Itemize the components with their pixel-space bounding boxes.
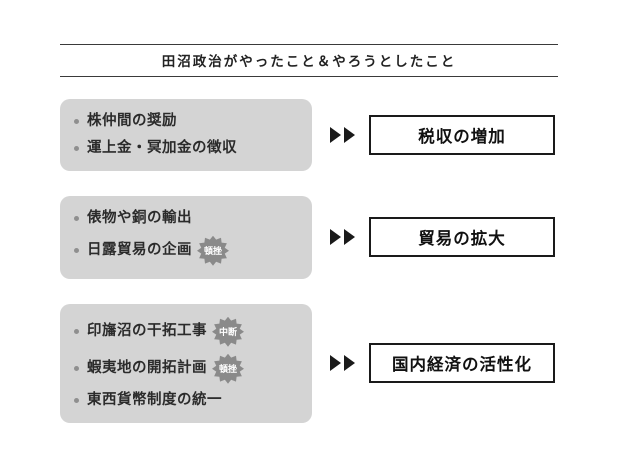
arrow-right-icon (344, 229, 355, 246)
item-text: 印旛沼の干拓工事 (87, 322, 207, 339)
list-item: 東西貨幣制度の統一 (74, 391, 298, 411)
bullet-icon (74, 248, 79, 254)
status-badge: 頓挫 (197, 235, 229, 266)
cause-box: 印旛沼の干拓工事中断蝦夷地の開拓計画頓挫東西貨幣制度の統一 (60, 303, 312, 424)
double-arrow-icon (330, 355, 355, 372)
list-item: 印旛沼の干拓工事中断 (74, 316, 298, 347)
status-badge: 頓挫 (212, 353, 244, 384)
result-text: 国内経済の活性化 (392, 356, 532, 375)
arrow-right-icon (344, 355, 355, 372)
item-text: 東西貨幣制度の統一 (87, 391, 222, 408)
result-box: 貿易の拡大 (369, 217, 555, 258)
list-item: 日露貿易の企画頓挫 (74, 235, 298, 266)
bullet-icon (74, 216, 79, 222)
double-arrow-icon (330, 229, 355, 246)
header: 田沼政治がやったこと＆やろうとしたこと (60, 44, 558, 77)
arrow-right-icon (330, 355, 341, 372)
result-text: 税収の増加 (418, 128, 506, 147)
item-text: 俵物や銅の輸出 (87, 210, 192, 227)
bullet-icon (74, 119, 79, 125)
result-text: 貿易の拡大 (418, 230, 506, 249)
list-item: 蝦夷地の開拓計画頓挫 (74, 353, 298, 384)
bullet-icon (74, 397, 79, 403)
bullet-icon (74, 145, 79, 151)
item-text: 運上金・冥加金の徴収 (87, 139, 237, 156)
item-text: 蝦夷地の開拓計画 (87, 359, 207, 376)
list-item: 株仲間の奨励 (74, 112, 298, 132)
arrow-right-icon (330, 229, 341, 246)
cause-box: 株仲間の奨励運上金・冥加金の徴収 (60, 99, 312, 172)
diagram-row: 印旛沼の干拓工事中断蝦夷地の開拓計画頓挫東西貨幣制度の統一 国内経済の活性化 (60, 303, 558, 424)
page-title: 田沼政治がやったこと＆やろうとしたこと (161, 54, 457, 69)
double-arrow-icon (330, 127, 355, 144)
cause-box: 俵物や銅の輸出日露貿易の企画頓挫 (60, 196, 312, 279)
list-item: 俵物や銅の輸出 (74, 209, 298, 229)
status-badge: 中断 (212, 316, 244, 347)
rows: 株仲間の奨励運上金・冥加金の徴収 税収の増加 俵物や銅の輸出日露貿易の企画頓挫 … (60, 99, 558, 424)
item-text: 株仲間の奨励 (87, 113, 177, 129)
bullet-icon (74, 329, 79, 335)
arrow-right-icon (344, 127, 355, 144)
list-item: 運上金・冥加金の徴収 (74, 139, 298, 159)
bullet-icon (74, 366, 79, 372)
item-text: 日露貿易の企画 (87, 241, 192, 258)
arrow-right-icon (330, 127, 341, 144)
result-box: 税収の増加 (369, 115, 555, 156)
result-box: 国内経済の活性化 (369, 343, 555, 384)
diagram-row: 俵物や銅の輸出日露貿易の企画頓挫 貿易の拡大 (60, 196, 558, 279)
diagram-row: 株仲間の奨励運上金・冥加金の徴収 税収の増加 (60, 99, 558, 172)
